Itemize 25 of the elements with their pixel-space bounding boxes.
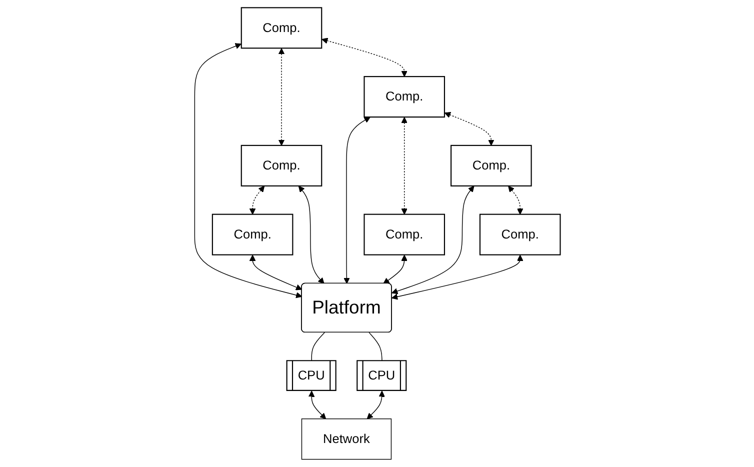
arrow <box>298 186 324 284</box>
node-box: Comp. <box>240 144 322 186</box>
arrow <box>400 117 408 215</box>
node-box: Comp. <box>363 76 445 118</box>
arrow <box>508 186 523 215</box>
arrow <box>391 254 523 300</box>
node-box: Comp. <box>450 144 532 186</box>
arrow <box>382 254 408 284</box>
node-box: Comp. <box>363 214 445 256</box>
arrow <box>343 116 370 284</box>
arrow <box>391 186 474 294</box>
node-box: Comp. <box>240 7 322 49</box>
connector <box>368 332 382 362</box>
connector <box>310 332 324 362</box>
arrow <box>308 390 326 420</box>
node-box: Network <box>300 418 392 460</box>
arrow <box>278 48 284 146</box>
arrow <box>248 186 264 215</box>
node-box: Comp. <box>478 214 560 256</box>
arrow <box>248 254 302 290</box>
arrow <box>194 43 302 298</box>
arrow <box>444 112 494 146</box>
arrow <box>366 390 384 420</box>
node-box: Comp. <box>211 214 293 256</box>
arrow <box>321 38 408 77</box>
